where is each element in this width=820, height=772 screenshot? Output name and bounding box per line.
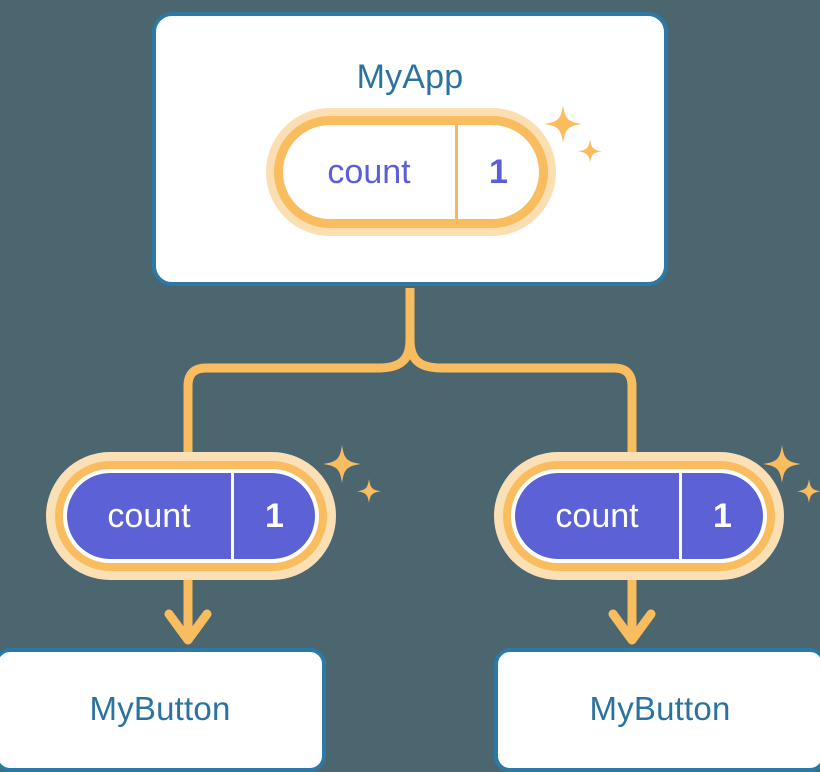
state-value-label: 1 <box>231 473 315 559</box>
arrow-down-icon-left <box>164 609 212 645</box>
component-label: MyButton <box>89 690 231 727</box>
connector-split-to-left-state <box>183 339 415 452</box>
state-key-label: count <box>555 496 639 535</box>
arrow-down-icon-right <box>608 609 656 645</box>
pill-ring <box>274 116 548 228</box>
state-value-label: 1 <box>455 125 539 219</box>
state-pill-branch-left[interactable]: count 1 <box>46 452 336 580</box>
pill-body: count 1 <box>67 473 315 559</box>
state-key-label: count <box>327 152 411 191</box>
state-pill-myapp[interactable]: count 1 <box>266 108 556 236</box>
state-value-label: 1 <box>679 473 763 559</box>
component-label: MyButton <box>589 690 731 727</box>
state-key-label: count <box>107 496 191 535</box>
component-card-mybutton-right[interactable]: MyButton <box>494 648 820 772</box>
pill-body: count 1 <box>283 125 539 219</box>
state-pill-branch-right[interactable]: count 1 <box>494 452 784 580</box>
page-title: MyApp <box>356 58 464 96</box>
component-card-mybutton-left[interactable]: MyButton <box>0 648 326 772</box>
connector-split-to-right-state <box>405 339 637 452</box>
pill-body: count 1 <box>515 473 763 559</box>
